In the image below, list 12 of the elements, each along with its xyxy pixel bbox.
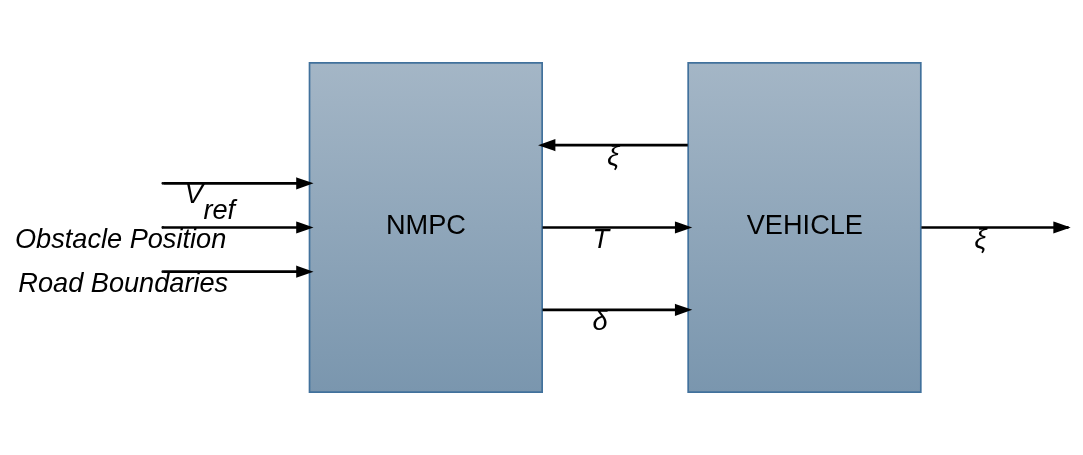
edge-label: ξ [974, 222, 987, 254]
node-box: VEHICLE [687, 61, 922, 394]
arrow [542, 303, 693, 316]
arrow [163, 221, 314, 234]
arrow [163, 265, 314, 278]
arrow [542, 221, 693, 234]
edge-label: Obstacle Position [14, 222, 227, 254]
node-box: NMPC [308, 61, 543, 394]
arrow [163, 177, 314, 190]
arrow [538, 139, 688, 152]
edge-label: T [592, 222, 610, 254]
edge-label: Road Boundaries [18, 266, 229, 298]
